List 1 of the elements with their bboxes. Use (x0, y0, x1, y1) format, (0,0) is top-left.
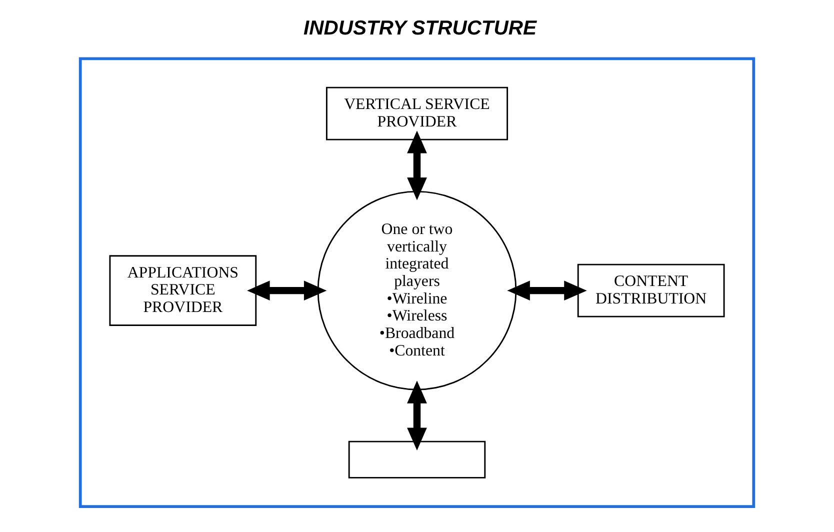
diagram-title: INDUSTRY STRUCTURE (304, 17, 536, 40)
